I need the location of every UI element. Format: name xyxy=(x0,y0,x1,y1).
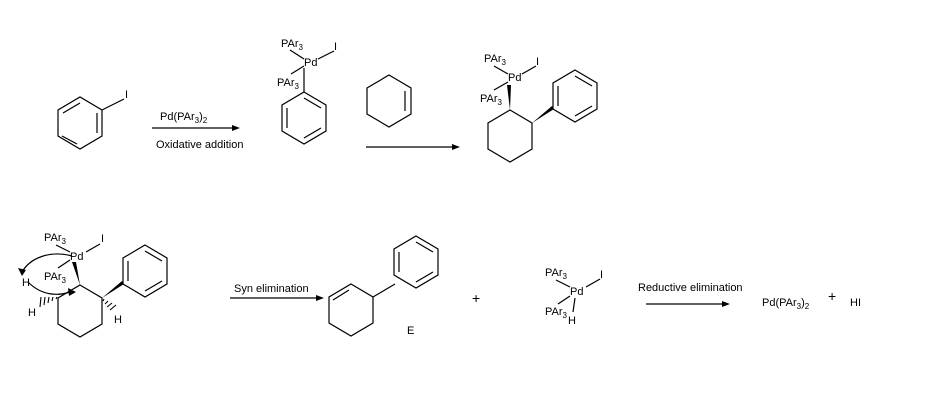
phosphine-label: PAr3 xyxy=(281,38,304,52)
product-e: E xyxy=(328,235,439,337)
compound-e-label: E xyxy=(407,325,414,337)
phosphine-label: PAr3 xyxy=(545,267,568,281)
phosphine-label: PAr3 xyxy=(44,232,67,246)
regenerated-catalyst: Pd(PAr3)2 + HI xyxy=(762,288,861,311)
phosphine-label: PAr3 xyxy=(480,93,503,107)
hydrogen-label: H xyxy=(28,307,36,319)
insertion-product: PAr3 Pd I PAr3 xyxy=(480,53,598,163)
reductive-elimination-label: Reductive elimination xyxy=(638,282,743,294)
catalyst-label: Pd(PAr3)2 xyxy=(762,297,810,311)
iodine-label: I xyxy=(600,269,603,281)
hydrogen-iodide-label: HI xyxy=(850,297,861,309)
iodine-label: I xyxy=(125,89,128,101)
hydrogen-label: H xyxy=(22,277,30,289)
iodine-label: I xyxy=(334,41,337,53)
oxidative-addition-step: Pd(PAr3)2 Oxidative addition xyxy=(152,111,243,151)
cyclohexene xyxy=(366,74,412,128)
hydrogen-label: H xyxy=(568,315,576,327)
iodobenzene: I xyxy=(57,89,128,150)
phosphine-label: PAr3 xyxy=(277,77,300,91)
reductive-elimination-step: Reductive elimination xyxy=(638,282,743,307)
iodine-label: I xyxy=(101,233,104,245)
iodine-label: I xyxy=(536,56,539,68)
phosphine-label: PAr3 xyxy=(44,271,67,285)
palladium-label: Pd xyxy=(508,72,521,84)
palladium-label: Pd xyxy=(70,251,83,263)
plus-sign: + xyxy=(472,290,480,306)
carbopalladation-arrow xyxy=(366,144,460,150)
syn-elimination-step: Syn elimination xyxy=(230,283,324,301)
palladium-label: Pd xyxy=(304,57,317,69)
syn-elimination-intermediate: PAr3 Pd I PAr3 H H xyxy=(18,232,168,338)
palladium-label: Pd xyxy=(570,286,583,298)
phosphine-label: PAr3 xyxy=(484,53,507,67)
syn-elimination-label: Syn elimination xyxy=(234,283,309,295)
oxidative-addition-label: Oxidative addition xyxy=(156,139,243,151)
plus-sign: + xyxy=(828,288,836,304)
phosphine-label: PAr3 xyxy=(545,306,568,320)
hydrido-palladium-complex: PAr3 Pd I PAr3 H xyxy=(545,267,603,327)
catalyst-label: Pd(PAr3)2 xyxy=(160,111,208,125)
hydrogen-label: H xyxy=(114,314,122,326)
phenyl-palladium-complex: PAr3 Pd I PAr3 xyxy=(277,38,337,145)
